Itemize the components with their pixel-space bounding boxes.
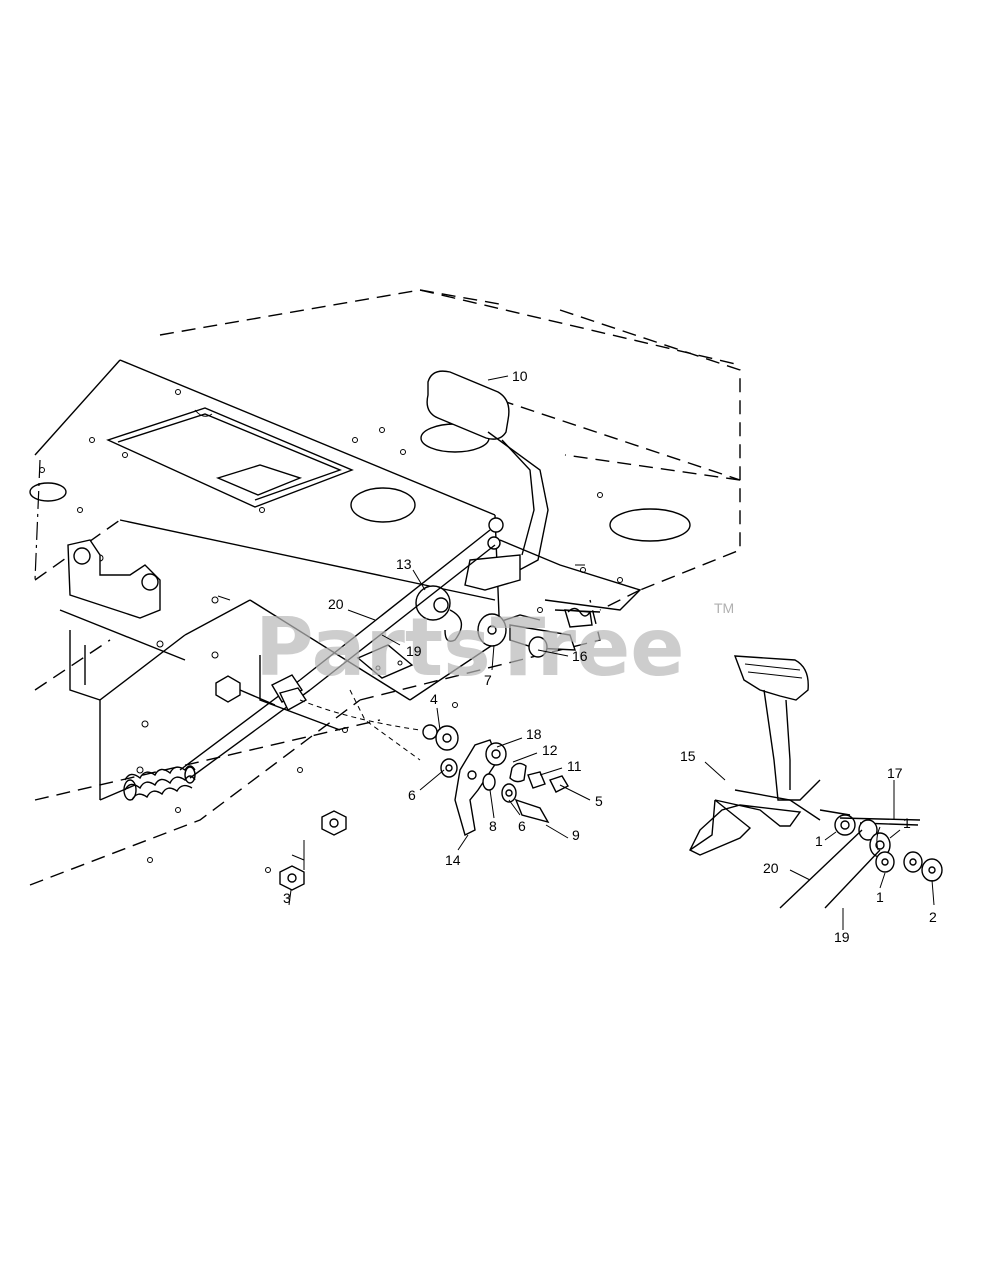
callout-2: 2 xyxy=(929,909,937,925)
linkage-hardware xyxy=(299,699,569,837)
callout-15: 15 xyxy=(680,748,696,764)
callout-19: 19 xyxy=(406,643,422,659)
cables xyxy=(179,529,496,779)
callout-4: 4 xyxy=(430,691,438,707)
detail-hardware xyxy=(779,800,943,909)
callout-20: 20 xyxy=(328,596,344,612)
callout-6b: 6 xyxy=(518,818,526,834)
callout-13: 13 xyxy=(396,556,412,572)
callout-12: 12 xyxy=(542,742,558,758)
watermark-text: PartsTree xyxy=(255,601,685,694)
callout-1b: 1 xyxy=(903,815,911,831)
nuts-3 xyxy=(279,810,347,891)
watermark: PartsTree TM xyxy=(255,600,734,694)
callout-17: 17 xyxy=(887,765,903,781)
callout-7: 7 xyxy=(484,672,492,688)
leader-lines xyxy=(288,375,935,930)
callout-6a: 6 xyxy=(408,787,416,803)
callout-1a: 1 xyxy=(815,833,823,849)
washer-7-bolt-16 xyxy=(477,607,593,658)
watermark-trademark: TM xyxy=(714,600,734,616)
mount-plate xyxy=(356,644,414,679)
brake-pedal xyxy=(415,370,642,642)
springs xyxy=(123,765,196,801)
callout-11: 11 xyxy=(567,758,582,774)
callout-16: 16 xyxy=(572,648,588,664)
callout-5: 5 xyxy=(595,793,603,809)
callout-20b: 20 xyxy=(763,860,779,876)
callout-1c: 1 xyxy=(876,889,884,905)
frame-bracket xyxy=(67,539,161,619)
callout-14: 14 xyxy=(445,852,461,868)
frame-outline xyxy=(29,289,741,886)
frame-opening xyxy=(106,407,354,508)
detail-pedal-15 xyxy=(689,655,856,856)
callout-3: 3 xyxy=(283,890,291,906)
callout-10: 10 xyxy=(512,368,528,384)
callout-18: 18 xyxy=(526,726,542,742)
callout-8: 8 xyxy=(489,818,497,834)
callout-9: 9 xyxy=(572,827,580,843)
callout-19b: 19 xyxy=(834,929,850,945)
callout-labels: 10 13 20 19 16 7 4 18 12 11 5 6 6 8 9 14… xyxy=(283,368,937,945)
